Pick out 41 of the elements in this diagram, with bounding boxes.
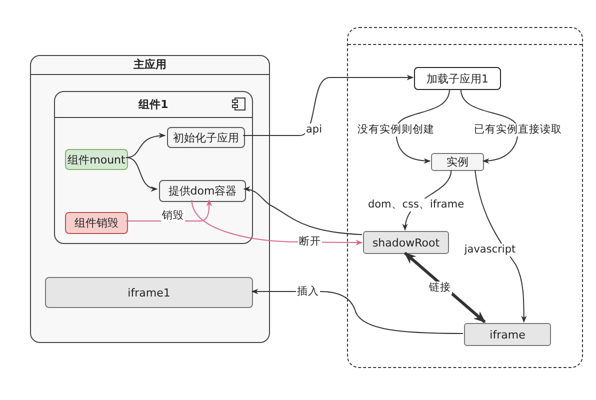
arrow (126, 199, 212, 222)
arrow (251, 288, 464, 334)
process-box (65, 212, 128, 234)
node-label: iframe1 (126, 286, 172, 299)
container-box (30, 55, 270, 343)
process-box (431, 153, 484, 171)
node-label: 加载子应用1 (426, 71, 490, 86)
container-box (54, 91, 253, 244)
arrow (191, 200, 363, 246)
node-label: shadowRoot (371, 236, 441, 249)
process-box (464, 323, 551, 346)
arrow (126, 133, 166, 158)
process-box (363, 231, 449, 254)
arrow (460, 88, 518, 164)
edge-label: 断开 (298, 236, 322, 248)
process-box (45, 277, 253, 308)
edge-label: 插入 (296, 286, 320, 298)
container-title: 主应用 (31, 56, 269, 75)
edge-label: 没有实例则创建 (356, 124, 436, 136)
node-label: 实例 (446, 154, 470, 170)
node-label: 组件mount (66, 152, 126, 167)
node-label: iframe (488, 328, 526, 341)
process-box (167, 127, 245, 148)
arrow (242, 74, 414, 136)
edge-label: 销毁 (161, 210, 185, 222)
edge-label: javascript (463, 244, 517, 256)
edge-label: api (304, 124, 324, 136)
node-label: 初始化子应用 (172, 130, 240, 145)
arrow (474, 170, 527, 323)
arrow (404, 252, 486, 324)
node-label: 提供dom容器 (167, 184, 238, 198)
arrow (243, 186, 362, 236)
process-box (414, 67, 501, 90)
container-box (347, 27, 583, 368)
edge-label: 链接 (428, 282, 452, 294)
arrow (126, 157, 158, 191)
arrow (396, 88, 450, 164)
edge-label: dom、css、iframe (366, 198, 466, 212)
process-box (159, 180, 246, 202)
node-label: 组件销毁 (74, 216, 120, 230)
edge-label: 已有实例直接读取 (473, 124, 563, 136)
